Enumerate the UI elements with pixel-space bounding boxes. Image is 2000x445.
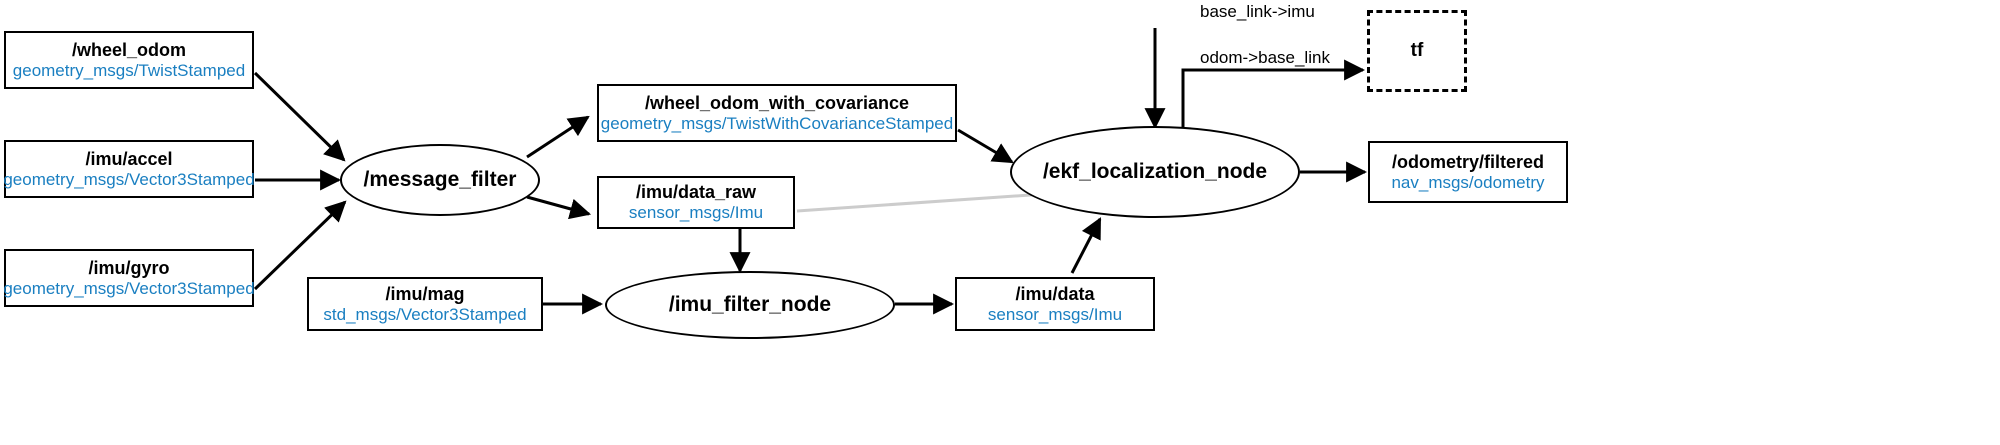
edge-wheel-odom-cov-to-ekf (957, 128, 1014, 164)
topic-box-wheel-odom-with-covariance[interactable]: /wheel_odom_with_covariance geometry_msg… (597, 84, 957, 142)
topic-box-wheel-odom[interactable]: /wheel_odom geometry_msgs/TwistStamped (4, 31, 254, 89)
topic-name: /wheel_odom_with_covariance (644, 92, 910, 113)
edge-imu-gyro-to-message-filter (253, 200, 347, 291)
topic-msg-type: std_msgs/Vector3Stamped (323, 304, 527, 324)
topic-name: /imu/mag (385, 283, 465, 304)
topic-msg-type: nav_msgs/odometry (1391, 172, 1545, 192)
topic-msg-type: sensor_msgs/Imu (628, 203, 764, 223)
edge-wheel-odom-to-message-filter (253, 71, 346, 162)
topic-name: /imu/gyro (88, 257, 170, 278)
topic-name: /odometry/filtered (1391, 151, 1545, 172)
topic-msg-type: geometry_msgs/TwistWithCovarianceStamped (600, 113, 954, 133)
topic-name: /imu/data_raw (635, 182, 757, 203)
node-imu-filter-node[interactable]: /imu_filter_node (605, 271, 895, 339)
topic-box-odometry-filtered[interactable]: /odometry/filtered nav_msgs/odometry (1368, 141, 1568, 203)
topic-msg-type: geometry_msgs/TwistStamped (12, 60, 246, 80)
node-ekf-localization-node[interactable]: /ekf_localization_node (1010, 126, 1300, 218)
node-label: /ekf_localization_node (1042, 160, 1268, 183)
topic-box-imu-mag[interactable]: /imu/mag std_msgs/Vector3Stamped (307, 277, 543, 331)
topic-box-imu-gyro[interactable]: /imu/gyro geometry_msgs/Vector3Stamped (3, 249, 255, 307)
topic-msg-type: geometry_msgs/Vector3Stamped (3, 278, 255, 298)
topic-name: /wheel_odom (71, 39, 187, 60)
node-message-filter[interactable]: /message_filter (340, 144, 540, 216)
topic-box-imu-data[interactable]: /imu/data sensor_msgs/Imu (955, 277, 1155, 331)
edge-label-odom-to-base-link: odom->base_link (1200, 48, 1330, 67)
topic-name: /imu/accel (85, 148, 173, 169)
edge-imu-data-to-ekf (1070, 217, 1102, 274)
topic-box-tf[interactable]: tf (1367, 10, 1467, 92)
node-label: /imu_filter_node (668, 293, 832, 316)
topic-box-imu-accel[interactable]: /imu/accel geometry_msgs/Vector3Stamped (3, 140, 255, 198)
topic-msg-type: sensor_msgs/Imu (987, 304, 1123, 324)
topic-name: tf (1410, 39, 1424, 61)
edge-message-filter-to-wheel-odom-cov (526, 115, 590, 159)
node-label: /message_filter (363, 168, 517, 191)
topic-box-imu-data-raw[interactable]: /imu/data_raw sensor_msgs/Imu (597, 176, 795, 229)
topic-msg-type: geometry_msgs/Vector3Stamped (3, 169, 255, 189)
topic-name: /imu/data (1015, 283, 1095, 304)
edge-label-base-link-to-imu: base_link->imu (1200, 2, 1315, 21)
edge-ekf-to-tf-odom-to-base-link (1181, 59, 1366, 128)
edge-message-filter-to-imu-data-raw (526, 195, 592, 220)
